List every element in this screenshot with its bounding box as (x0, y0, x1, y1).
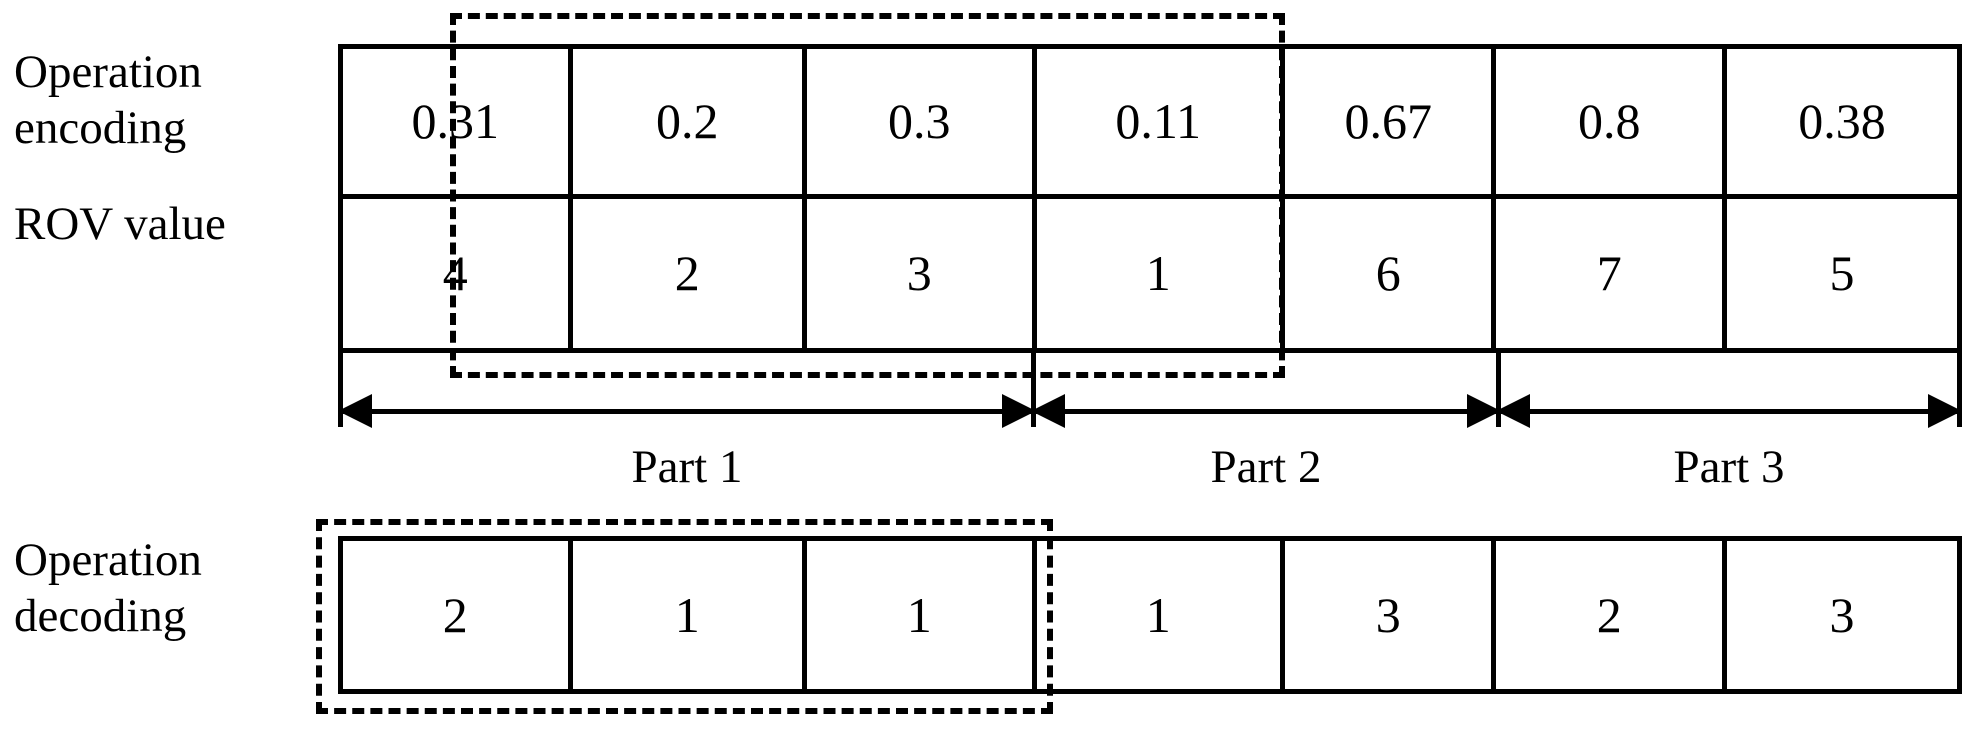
cell-decoding-5: 3 (1285, 541, 1497, 689)
arrow-head-right-icon (1467, 394, 1501, 428)
bottom-dashed-selection-box (316, 519, 1053, 714)
cell-decoding-2: 1 (573, 541, 807, 689)
arrow-shaft (1031, 409, 1501, 414)
row-label-rov-value: ROV value (14, 198, 226, 250)
cell-decoding-4: 1 (1037, 541, 1285, 689)
arrow-head-left-icon (338, 394, 372, 428)
part-1-span-arrow (338, 394, 1036, 428)
cell-encoding-6: 0.8 (1496, 49, 1728, 194)
part-divider-tick-end (1957, 353, 1962, 427)
arrow-head-right-icon (1928, 394, 1962, 428)
part-2-label: Part 2 (1210, 441, 1322, 493)
decoding-table: 2 1 1 1 3 2 3 (338, 536, 1962, 694)
cell-rov-7: 5 (1829, 245, 1855, 302)
part-1-label: Part 1 (631, 441, 743, 493)
cell-decoding-7: 3 (1829, 587, 1855, 643)
cell-encoding-7: 0.38 (1798, 93, 1886, 150)
part-2-span-arrow (1031, 394, 1501, 428)
table-row-operation-encoding: 0.31 0.2 0.3 0.11 0.67 0.8 0.38 (343, 49, 1957, 199)
arrow-shaft (1496, 409, 1962, 414)
arrow-head-right-icon (1002, 394, 1036, 428)
cell-decoding-3: 1 (807, 541, 1037, 689)
part-divider-tick-2 (1496, 353, 1501, 427)
cell-encoding-3: 0.3 (807, 49, 1037, 194)
cell-rov-2: 2 (573, 198, 807, 348)
row-label-operation-decoding: Operation decoding (14, 534, 202, 642)
row-label-operation-encoding: Operation encoding (14, 46, 202, 154)
top-dashed-selection-box (450, 13, 1285, 378)
cell-encoding-5: 0.67 (1285, 49, 1497, 194)
cell-decoding-6: 2 (1496, 541, 1728, 689)
cell-rov-5: 6 (1285, 198, 1497, 348)
part-3-span-arrow (1496, 394, 1962, 428)
part-3-label: Part 3 (1673, 441, 1785, 493)
cell-encoding-2: 0.2 (573, 49, 807, 194)
cell-rov-6: 7 (1496, 198, 1728, 348)
arrow-shaft (338, 409, 1036, 414)
arrow-head-left-icon (1496, 394, 1530, 428)
encoding-table: 0.31 0.2 0.3 0.11 0.67 0.8 0.38 4 2 3 1 … (338, 44, 1962, 353)
cell-decoding-1: 2 (343, 541, 573, 689)
part-divider-tick-1 (1031, 353, 1036, 427)
cell-rov-3: 3 (807, 198, 1037, 348)
arrow-head-left-icon (1031, 394, 1065, 428)
part-divider-tick-start (338, 353, 343, 427)
